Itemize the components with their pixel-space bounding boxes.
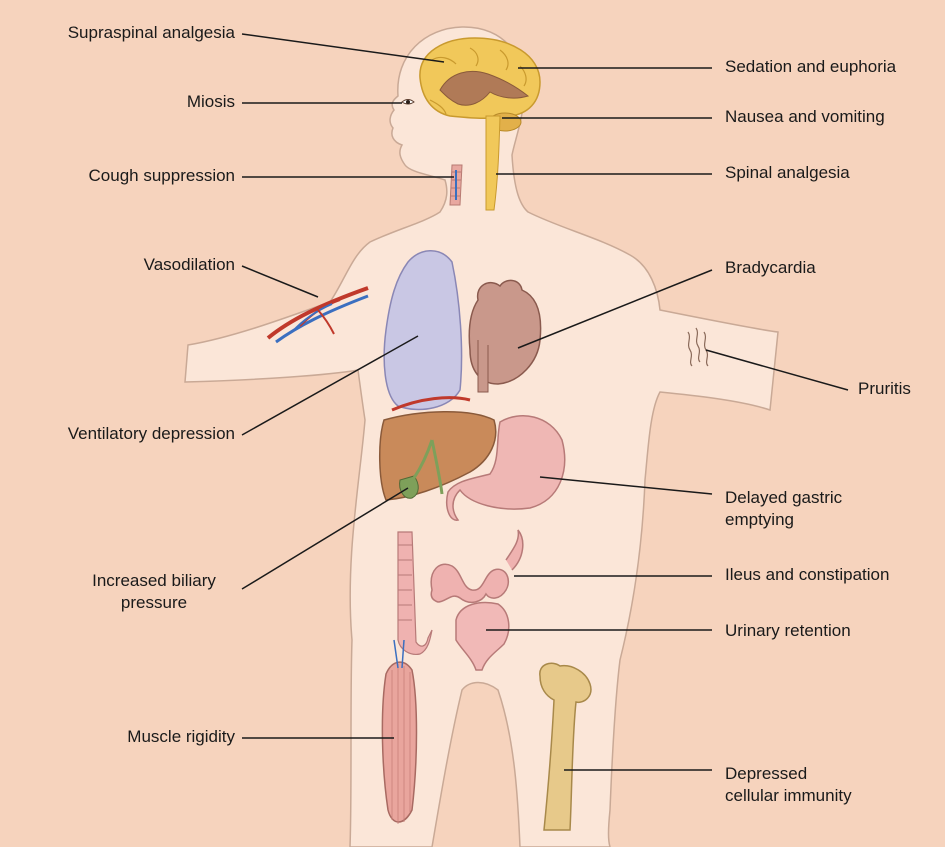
label-delayed-gastric-emptying-line1: Delayed gastric [725,487,842,509]
label-vasodilation: Vasodilation [144,254,235,276]
label-increased-biliary-pressure: Increased biliary pressure [78,570,230,614]
label-ileus-and-constipation: Ileus and constipation [725,564,889,586]
label-depressed-cellular-immunity-line1: Depressed [725,763,852,785]
label-urinary-retention: Urinary retention [725,620,851,642]
leader-vasodilation [242,266,318,297]
label-increased-biliary-pressure-line2: pressure [78,592,230,614]
label-miosis: Miosis [187,91,235,113]
label-sedation-and-euphoria: Sedation and euphoria [725,56,896,78]
label-delayed-gastric-emptying-line2: emptying [725,509,842,531]
label-depressed-cellular-immunity-line2: cellular immunity [725,785,852,807]
label-delayed-gastric-emptying: Delayed gastric emptying [725,487,842,531]
label-supraspinal-analgesia: Supraspinal analgesia [68,22,235,44]
label-depressed-cellular-immunity: Depressed cellular immunity [725,763,852,807]
label-cough-suppression: Cough suppression [89,165,235,187]
label-ventilatory-depression: Ventilatory depression [68,423,235,445]
label-nausea-and-vomiting: Nausea and vomiting [725,106,885,128]
label-muscle-rigidity: Muscle rigidity [127,726,235,748]
label-bradycardia: Bradycardia [725,257,816,279]
label-pruritis: Pruritis [858,378,911,400]
trachea-icon [450,165,462,205]
label-increased-biliary-pressure-line1: Increased biliary [78,570,230,592]
label-spinal-analgesia: Spinal analgesia [725,162,850,184]
eye-icon [402,100,414,105]
